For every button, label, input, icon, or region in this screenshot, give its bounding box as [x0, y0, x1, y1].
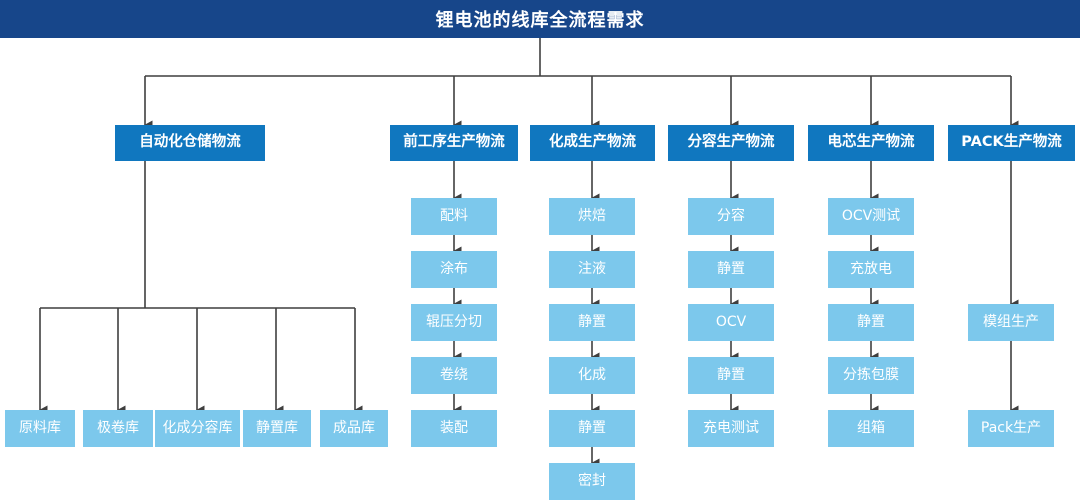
step-box-formation[interactable]: 烘焙 — [549, 198, 635, 235]
step-label: 分拣包膜 — [843, 366, 899, 383]
step-box-pre-process[interactable]: 卷绕 — [411, 357, 497, 394]
step-box-capacity[interactable]: 静置 — [688, 251, 774, 288]
step-label: 分容 — [717, 207, 745, 224]
step-box-cell[interactable]: OCV测试 — [828, 198, 914, 235]
step-label: 静置 — [717, 366, 745, 383]
step-box-formation[interactable]: 化成 — [549, 357, 635, 394]
category-label: 自动化仓储物流 — [139, 134, 241, 151]
step-label: 静置 — [717, 260, 745, 277]
category-box-capacity[interactable]: 分容生产物流 — [668, 125, 794, 161]
step-label: 组箱 — [857, 419, 885, 436]
warehouse-label: 原料库 — [19, 419, 61, 436]
step-label: 装配 — [440, 419, 468, 436]
step-box-pre-process[interactable]: 涂布 — [411, 251, 497, 288]
step-box-pack[interactable]: Pack生产 — [968, 410, 1054, 447]
step-box-pre-process[interactable]: 装配 — [411, 410, 497, 447]
category-box-cell[interactable]: 电芯生产物流 — [808, 125, 934, 161]
category-box-formation[interactable]: 化成生产物流 — [530, 125, 655, 161]
step-label: 涂布 — [440, 260, 468, 277]
step-label: 模组生产 — [983, 313, 1039, 330]
category-box-pack[interactable]: PACK生产物流 — [948, 125, 1075, 161]
step-box-formation[interactable]: 静置 — [549, 304, 635, 341]
diagram-title-bar: 锂电池的线库全流程需求 — [0, 0, 1080, 38]
step-box-formation[interactable]: 注液 — [549, 251, 635, 288]
step-box-pack[interactable]: 模组生产 — [968, 304, 1054, 341]
step-box-cell[interactable]: 分拣包膜 — [828, 357, 914, 394]
category-label: 分容生产物流 — [687, 134, 775, 151]
step-label: 静置 — [578, 419, 606, 436]
warehouse-label: 成品库 — [333, 419, 375, 436]
warehouse-label: 极卷库 — [97, 419, 139, 436]
step-box-cell[interactable]: 充放电 — [828, 251, 914, 288]
step-label: OCV — [715, 313, 747, 330]
step-label: 静置 — [857, 313, 885, 330]
step-label: 注液 — [578, 260, 606, 277]
category-label: PACK生产物流 — [961, 134, 1062, 151]
warehouse-box[interactable]: 成品库 — [320, 410, 388, 447]
category-label: 化成生产物流 — [549, 134, 636, 151]
step-box-capacity[interactable]: 静置 — [688, 357, 774, 394]
page-title: 锂电池的线库全流程需求 — [435, 10, 645, 31]
warehouse-box[interactable]: 化成分容库 — [155, 410, 240, 447]
warehouse-box[interactable]: 极卷库 — [83, 410, 153, 447]
step-label: 密封 — [578, 472, 606, 489]
step-box-cell[interactable]: 静置 — [828, 304, 914, 341]
step-box-capacity[interactable]: OCV — [688, 304, 774, 341]
step-label: 充电测试 — [703, 419, 759, 436]
warehouse-label: 化成分容库 — [162, 419, 233, 436]
step-box-cell[interactable]: 组箱 — [828, 410, 914, 447]
warehouse-box[interactable]: 原料库 — [5, 410, 75, 447]
step-box-formation[interactable]: 密封 — [549, 463, 635, 500]
step-label: 辊压分切 — [426, 313, 482, 330]
step-label: 化成 — [578, 366, 606, 383]
step-box-capacity[interactable]: 充电测试 — [688, 410, 774, 447]
step-box-pre-process[interactable]: 辊压分切 — [411, 304, 497, 341]
step-label: 静置 — [578, 313, 606, 330]
category-box-auto-warehouse[interactable]: 自动化仓储物流 — [115, 125, 265, 161]
warehouse-label: 静置库 — [256, 419, 298, 436]
step-box-pre-process[interactable]: 配料 — [411, 198, 497, 235]
step-label: 烘焙 — [578, 207, 606, 224]
step-box-formation[interactable]: 静置 — [549, 410, 635, 447]
category-label: 电芯生产物流 — [827, 134, 915, 151]
step-box-capacity[interactable]: 分容 — [688, 198, 774, 235]
step-label: 充放电 — [850, 260, 892, 277]
step-label: Pack生产 — [980, 419, 1042, 436]
step-label: 卷绕 — [440, 366, 468, 383]
category-label: 前工序生产物流 — [403, 134, 505, 151]
category-box-pre-process[interactable]: 前工序生产物流 — [390, 125, 518, 161]
warehouse-box[interactable]: 静置库 — [243, 410, 311, 447]
step-label: 配料 — [440, 207, 468, 224]
step-label: OCV测试 — [841, 207, 901, 224]
